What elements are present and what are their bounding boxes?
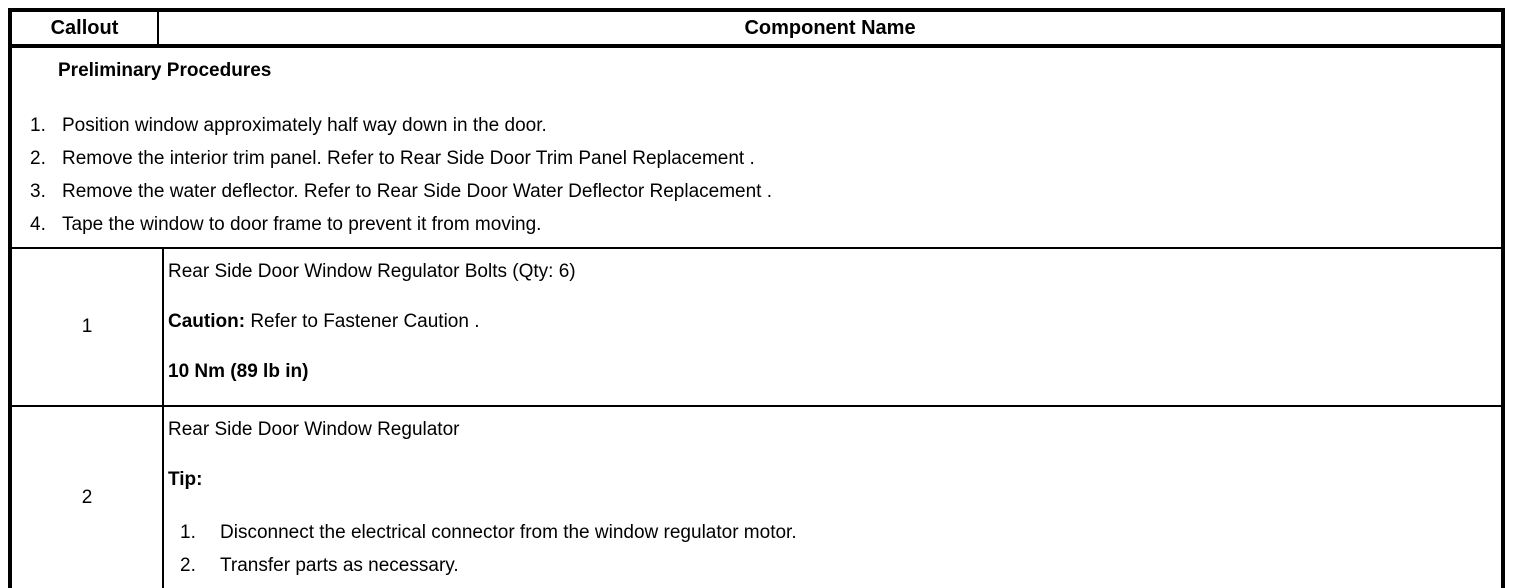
tip-step-1: Disconnect the electrical connector from… xyxy=(180,516,797,549)
table-row-callout-1: 1 Rear Side Door Window Regulator Bolts … xyxy=(12,249,1501,407)
component-cell: Rear Side Door Window Regulator Tip: Dis… xyxy=(164,407,1501,588)
torque-spec: 10 Nm (89 lb in) xyxy=(168,361,309,382)
table-row-callout-2: 2 Rear Side Door Window Regulator Tip: D… xyxy=(12,407,1501,588)
component-name-text: Rear Side Door Window Regulator xyxy=(168,419,460,440)
preliminary-step-2: Remove the interior trim panel. Refer to… xyxy=(30,142,755,175)
component-name-column-header: Component Name xyxy=(744,16,916,39)
tip-step-2: Transfer parts as necessary. xyxy=(180,549,459,582)
component-callout-table: Callout Component Name Preliminary Proce… xyxy=(8,8,1505,588)
tip-label: Tip: xyxy=(168,469,203,490)
caution-text: Refer to Fastener Caution . xyxy=(250,311,480,332)
preliminary-procedures-section: Preliminary Procedures Position window a… xyxy=(12,48,1501,249)
preliminary-step-1: Position window approximately half way d… xyxy=(30,109,547,142)
preliminary-step-3: Remove the water deflector. Refer to Rea… xyxy=(30,175,772,208)
preliminary-step-4: Tape the window to door frame to prevent… xyxy=(30,208,542,241)
callout-number-cell: 1 xyxy=(12,249,164,405)
component-name-text: Rear Side Door Window Regulator Bolts (Q… xyxy=(168,261,576,282)
preliminary-procedures-title: Preliminary Procedures xyxy=(58,60,272,81)
callout-number-cell: 2 xyxy=(12,407,164,588)
component-cell: Rear Side Door Window Regulator Bolts (Q… xyxy=(164,249,1501,405)
table-header-row: Callout Component Name xyxy=(12,12,1501,48)
tip-steps-list: Disconnect the electrical connector from… xyxy=(168,516,1491,582)
caution-note: Caution: Refer to Fastener Caution . xyxy=(168,305,1491,338)
caution-label: Caution: xyxy=(168,311,246,332)
preliminary-steps-list: Position window approximately half way d… xyxy=(12,109,1489,241)
callout-column-header: Callout xyxy=(12,12,159,44)
